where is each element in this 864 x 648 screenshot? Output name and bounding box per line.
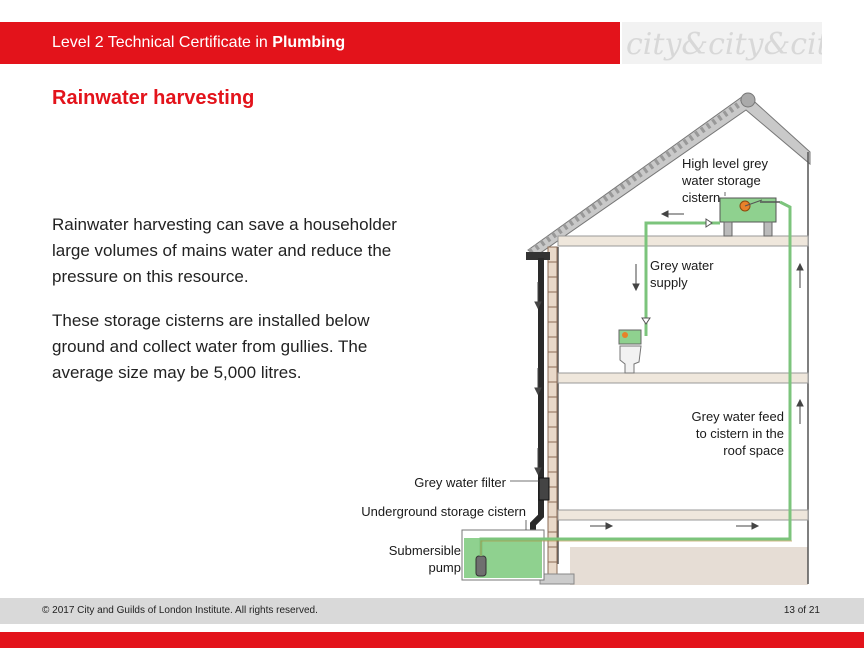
label-grey-water-feed-1: Grey water feed bbox=[692, 409, 785, 424]
footer-red-stripe bbox=[0, 632, 864, 648]
label-high-level-cistern-2: water storage bbox=[681, 173, 761, 188]
ground-floor bbox=[557, 509, 809, 521]
label-high-level-cistern-3: cistern bbox=[682, 190, 720, 205]
label-grey-water-supply-2: supply bbox=[650, 275, 688, 290]
roof-space-floor bbox=[557, 235, 809, 247]
label-grey-water-filter: Grey water filter bbox=[414, 475, 506, 490]
label-grey-water-feed-3: roof space bbox=[723, 443, 784, 458]
grey-water-supply-pipe bbox=[644, 221, 720, 336]
rainwater-harvesting-diagram: High level grey water storage cistern Gr… bbox=[361, 92, 811, 585]
city-and-guilds-logo: city&city&city& bbox=[622, 22, 822, 64]
submersible-pump bbox=[475, 555, 487, 577]
label-submersible-pump-1: Submersible bbox=[389, 543, 461, 558]
logo-text: city&city&city& bbox=[626, 27, 822, 62]
brick-courses bbox=[548, 261, 557, 563]
header-bar bbox=[0, 22, 620, 64]
course-prefix: Level 2 Technical Certificate in bbox=[52, 34, 273, 51]
wc-cistern bbox=[618, 329, 642, 345]
wc-pan bbox=[619, 345, 642, 374]
grey-water-filter bbox=[538, 477, 550, 501]
footer-bar bbox=[0, 598, 864, 624]
course-subject: Plumbing bbox=[272, 34, 346, 51]
slide-title: Rainwater harvesting bbox=[52, 87, 255, 109]
label-submersible-pump-2: pump bbox=[428, 560, 461, 575]
paragraph-savings: Rainwater harvesting can save a househol… bbox=[52, 215, 397, 286]
gutter bbox=[526, 252, 550, 260]
label-underground-cistern: Underground storage cistern bbox=[361, 504, 526, 519]
course-title: Level 2 Technical Certificate in Plumbin… bbox=[52, 34, 345, 52]
first-floor bbox=[557, 372, 809, 384]
label-grey-water-feed-2: to cistern in the bbox=[696, 426, 784, 441]
label-grey-water-supply-1: Grey water bbox=[650, 258, 714, 273]
downpipe bbox=[538, 258, 544, 492]
label-high-level-cistern-1: High level grey bbox=[682, 156, 768, 171]
paragraph-cisterns: These storage cisterns are installed bel… bbox=[52, 311, 370, 382]
page-number: 13 of 21 bbox=[783, 605, 820, 616]
flow-arrows bbox=[534, 210, 804, 530]
footer-copyright: © 2017 City and Guilds of London Institu… bbox=[42, 605, 318, 616]
ground bbox=[570, 547, 808, 585]
